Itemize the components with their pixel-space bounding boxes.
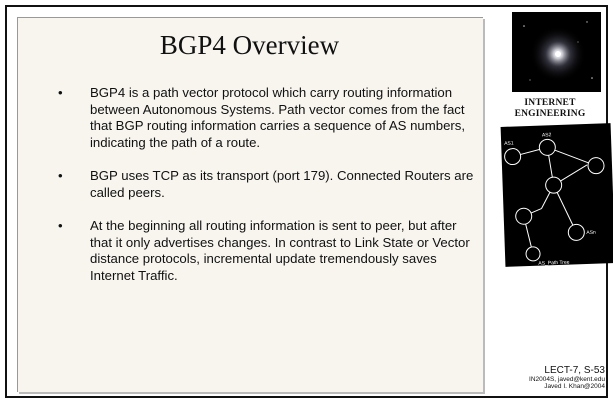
node-center: [545, 176, 563, 194]
bullet-item: • At the beginning all routing informati…: [58, 218, 478, 284]
label-bgp-line: BGP line: [579, 265, 599, 271]
bullet-list: • BGP4 is a path vector protocol which c…: [58, 85, 478, 284]
label-line-1: INTERNET: [524, 98, 576, 108]
course-email: IN2004S, javed@kent.edu: [529, 376, 605, 383]
content-panel: [17, 17, 483, 392]
label-asn: ASn: [586, 230, 596, 236]
slide-title: BGP4 Overview: [159, 30, 340, 60]
bullet-marker: •: [58, 85, 63, 100]
node-asn: [567, 223, 585, 241]
author-credit: Javed I. Khan@2004: [544, 383, 605, 390]
node-bottom: [525, 246, 541, 262]
label-path-tree: AS_Path Tree: [538, 260, 570, 267]
node-left-mid: [515, 207, 533, 225]
bullet-item: • BGP uses TCP as its transport (port 17…: [58, 168, 478, 201]
label-line-2: ENGINEERING: [514, 109, 586, 119]
star-glow-image: [512, 12, 601, 92]
bullet-item: • BGP4 is a path vector protocol which c…: [58, 85, 478, 151]
bullet-text: BGP4 is a path vector protocol which car…: [90, 85, 466, 150]
bullet-marker: •: [58, 168, 63, 183]
bgp-line-legend: BGP line: [561, 265, 599, 271]
node-as2: [538, 138, 556, 156]
bullet-text: BGP uses TCP as its transport (port 179)…: [90, 168, 474, 200]
diagram-background: AS1 AS2 ASn AS_Path Tree: [500, 123, 613, 267]
bullet-marker: •: [58, 218, 63, 233]
slide-footer: LECT-7, S-53 IN2004S, javed@kent.edu Jav…: [470, 365, 605, 390]
as-path-tree: AS1 AS2 ASn AS_Path Tree: [504, 132, 605, 267]
network-diagram: AS1 AS2 ASn AS_Path Tree: [500, 123, 613, 267]
space-photo: [512, 12, 601, 92]
lecture-code: LECT-7, S-53: [544, 365, 605, 376]
internet-engineering-label: INTERNET ENGINEERING: [493, 98, 607, 120]
node-right: [587, 157, 605, 175]
node-as1: [504, 148, 522, 166]
label-as2: AS2: [542, 132, 552, 138]
label-as1: AS1: [504, 141, 514, 147]
bullet-text: At the beginning all routing information…: [90, 218, 470, 283]
